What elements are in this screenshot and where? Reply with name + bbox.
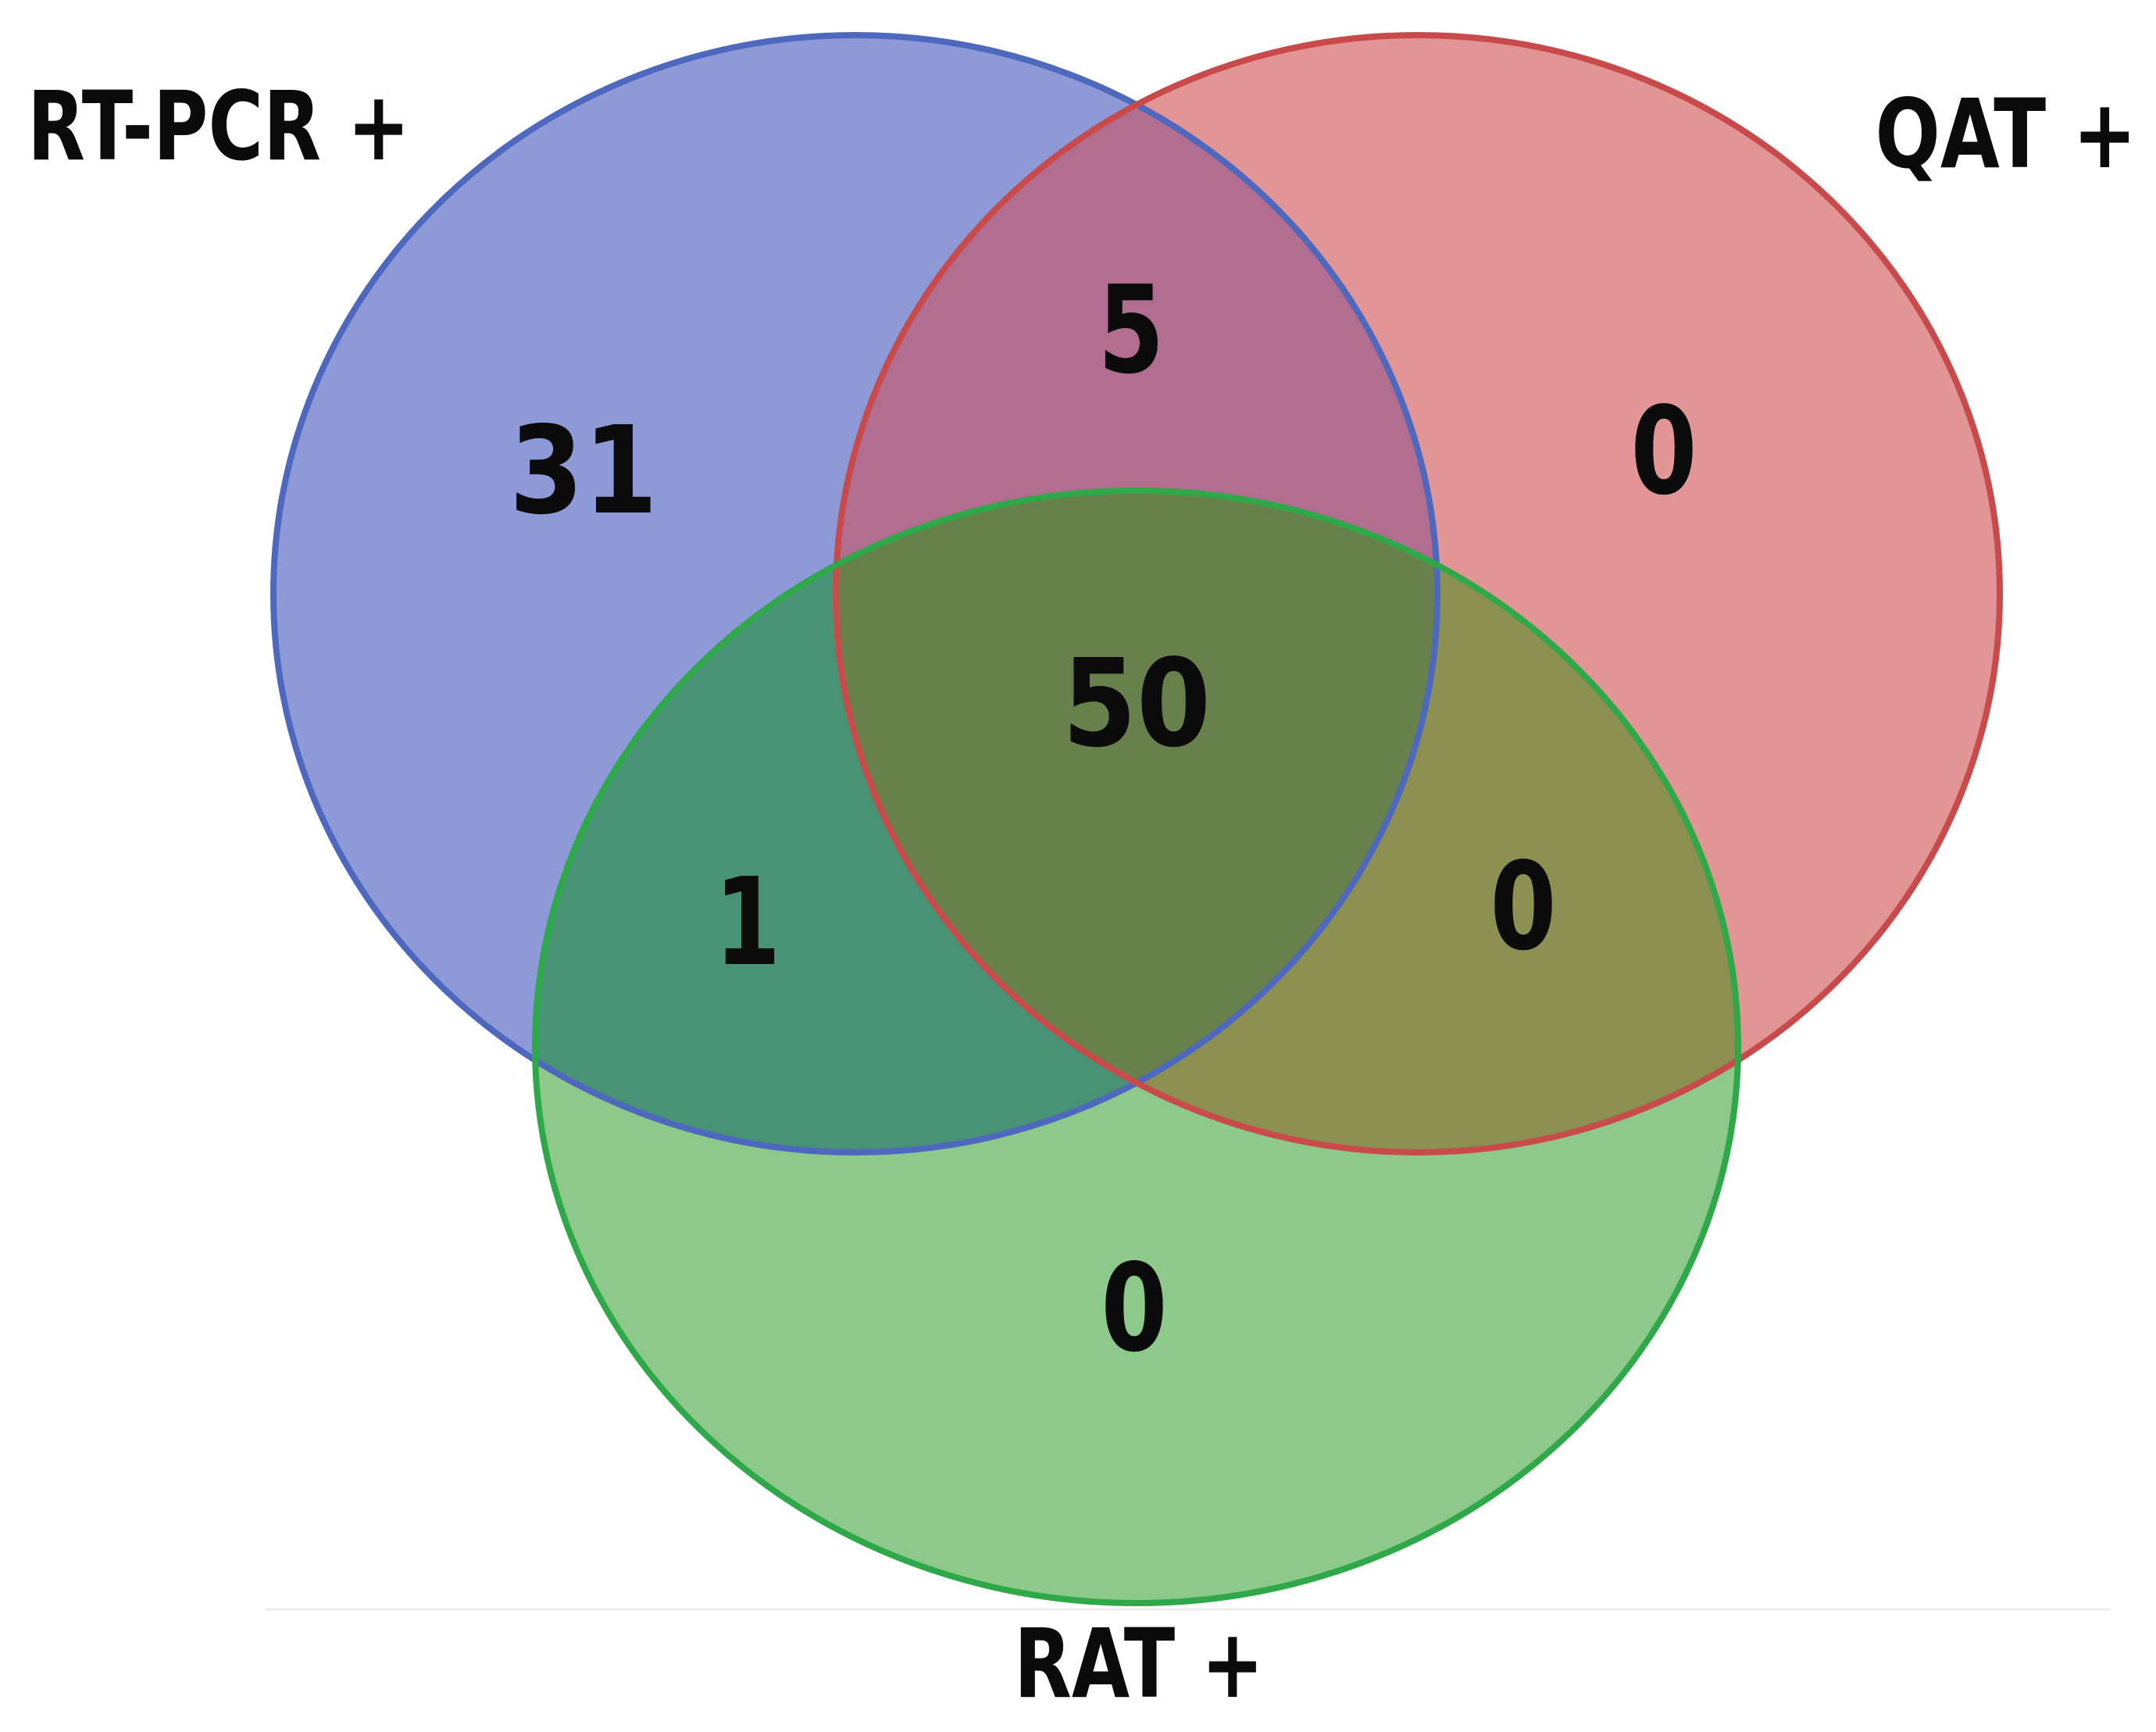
count-all-three: 50 — [1062, 633, 1211, 774]
count-qat-rat: 0 — [1490, 836, 1557, 977]
venn-circle-rat-outline — [532, 487, 1741, 1606]
set-label-rat: RAT + — [1014, 1609, 1264, 1720]
count-rat-only: 0 — [1101, 1237, 1168, 1379]
count-rtpcr-qat: 5 — [1098, 259, 1165, 401]
overlap-all-three — [836, 491, 1437, 1152]
count-rtpcr-rat: 1 — [715, 852, 781, 993]
set-label-rtpcr: RT-PCR + — [27, 71, 410, 182]
venn-circle-rtpcr-outline — [270, 32, 1440, 1155]
set-label-qat: QAT + — [1876, 79, 2137, 190]
count-rtpcr-only: 31 — [509, 400, 658, 541]
count-qat-only: 0 — [1631, 380, 1697, 522]
venn-circle-qat-outline — [833, 32, 2003, 1155]
